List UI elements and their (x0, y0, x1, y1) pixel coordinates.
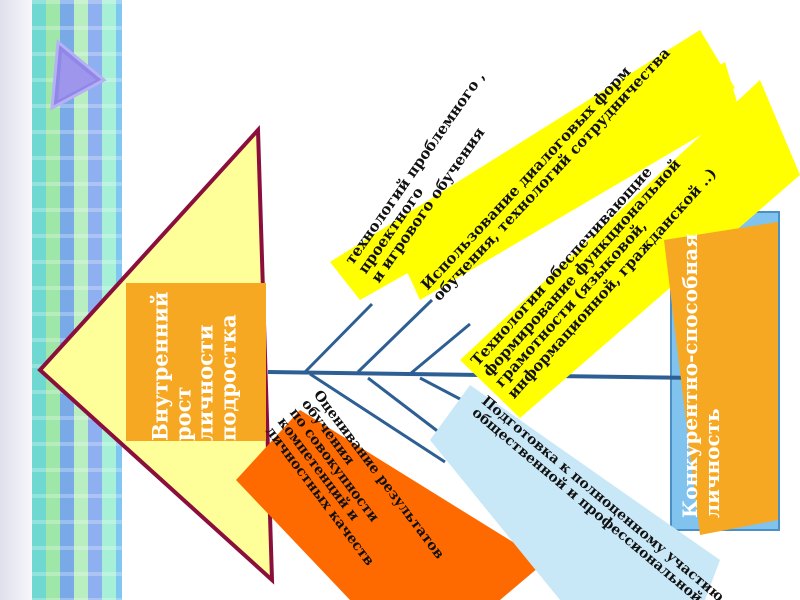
bone-line (358, 300, 432, 372)
result-box-label: Конкурентно-способная личность (680, 233, 723, 518)
head-box-label: Внутренний рост личности подростка (150, 283, 241, 441)
bone-line (410, 324, 470, 374)
bone-line (305, 304, 372, 372)
